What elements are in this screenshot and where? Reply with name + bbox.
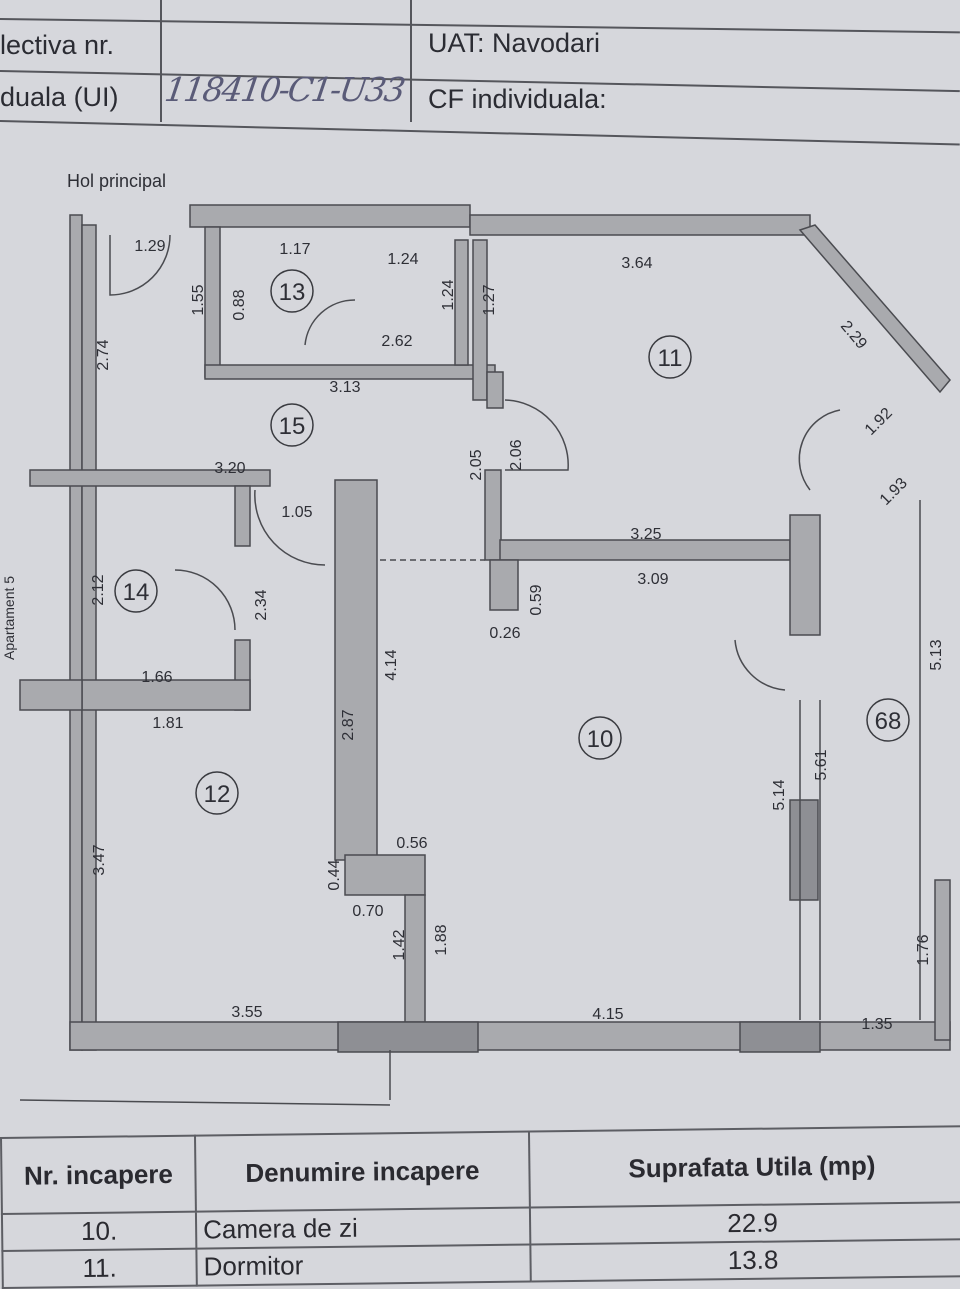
table-header-row: Nr. incapere Denumire incapere Suprafata… — [1, 1126, 960, 1214]
dimension: 5.14 — [771, 779, 788, 810]
dimension: 1.29 — [134, 238, 165, 255]
room-area: 13.8 — [530, 1239, 960, 1282]
room-area: 22.9 — [529, 1202, 960, 1245]
room-number: 14 — [123, 579, 150, 606]
room-number: 12 — [204, 781, 231, 808]
uat-label: UAT: Navodari — [428, 28, 601, 58]
dimension: 3.55 — [231, 1004, 262, 1021]
room-number: 10 — [587, 726, 614, 753]
dimension: 2.05 — [468, 449, 485, 480]
dimension: 1.05 — [281, 504, 312, 521]
dimension: 2.06 — [508, 439, 525, 470]
row1-label: lectiva nr. — [0, 30, 115, 60]
dimension: 0.56 — [396, 835, 427, 852]
dimension: 0.70 — [352, 903, 383, 920]
dimension: 0.88 — [231, 289, 248, 320]
dimension: 1.27 — [481, 284, 498, 315]
dimension: 0.26 — [489, 625, 520, 642]
dimension: 4.15 — [592, 1006, 623, 1023]
room-nr: 11. — [2, 1248, 197, 1288]
room-markers — [114, 269, 910, 815]
handwritten-ui-number: 118410-C1-U33 — [162, 70, 407, 109]
room-number: 13 — [279, 279, 306, 306]
dimension: 2.29 — [837, 318, 870, 353]
row2-label: duala (UI) — [0, 82, 119, 112]
dimension: 2.62 — [381, 333, 412, 350]
room-number: 15 — [279, 413, 306, 440]
dimension: 1.35 — [861, 1016, 892, 1033]
divider — [160, 0, 162, 122]
dimension: 1.42 — [391, 929, 408, 960]
column-header-nr: Nr. incapere — [1, 1135, 196, 1214]
floor-plan: Hol principal Apartament 5 13 15 11 14 1… — [1, 171, 951, 1106]
column-header-name: Denumire incapere — [194, 1131, 530, 1212]
room-nr: 10. — [1, 1211, 197, 1251]
dimension: 0.44 — [326, 859, 343, 890]
dimension: 0.59 — [528, 584, 545, 615]
dimension: 2.87 — [340, 709, 357, 740]
dimension: 1.66 — [141, 669, 172, 686]
column-header-area: Suprafata Utila (mp) — [528, 1126, 960, 1208]
dimension: 2.74 — [95, 339, 112, 370]
divider — [410, 0, 412, 122]
dimension: 2.12 — [90, 574, 107, 605]
door-swings — [19, 234, 921, 1106]
room-name: Dormitor — [196, 1244, 531, 1286]
dimension: 1.92 — [862, 405, 896, 439]
room-name: Camera de zi — [195, 1207, 531, 1249]
room-number: 68 — [875, 708, 902, 735]
dimension: 1.55 — [190, 284, 207, 315]
hol-principal-label: Hol principal — [67, 171, 166, 191]
dimension: 4.14 — [383, 649, 400, 680]
dimension: 3.64 — [621, 255, 652, 272]
dimension: 2.34 — [253, 589, 270, 620]
dimension: 5.13 — [928, 639, 945, 670]
cf-label: CF individuala: — [428, 84, 607, 114]
dimension: 1.93 — [877, 475, 911, 509]
dimension: 3.25 — [630, 526, 661, 543]
dimension: 1.17 — [279, 241, 310, 258]
dimension: 3.47 — [91, 844, 108, 875]
dimension: 1.81 — [152, 715, 183, 732]
dimension: 3.13 — [329, 379, 360, 396]
dimension: 1.24 — [440, 279, 457, 310]
dimension: 3.20 — [214, 460, 245, 477]
cadastral-header: lectiva nr. UAT: Navodari duala (UI) 118… — [0, 0, 960, 146]
dimension: 5.61 — [813, 749, 830, 780]
neighbor-label: Apartament 5 — [1, 576, 17, 660]
dimension: 1.24 — [387, 251, 418, 268]
walls — [19, 204, 951, 1053]
dimension: 1.88 — [433, 924, 450, 955]
dimension: 1.76 — [915, 934, 932, 965]
dimension: 3.09 — [637, 571, 668, 588]
room-number: 11 — [658, 345, 683, 372]
rooms-table: Nr. incapere Denumire incapere Suprafata… — [0, 1125, 960, 1289]
